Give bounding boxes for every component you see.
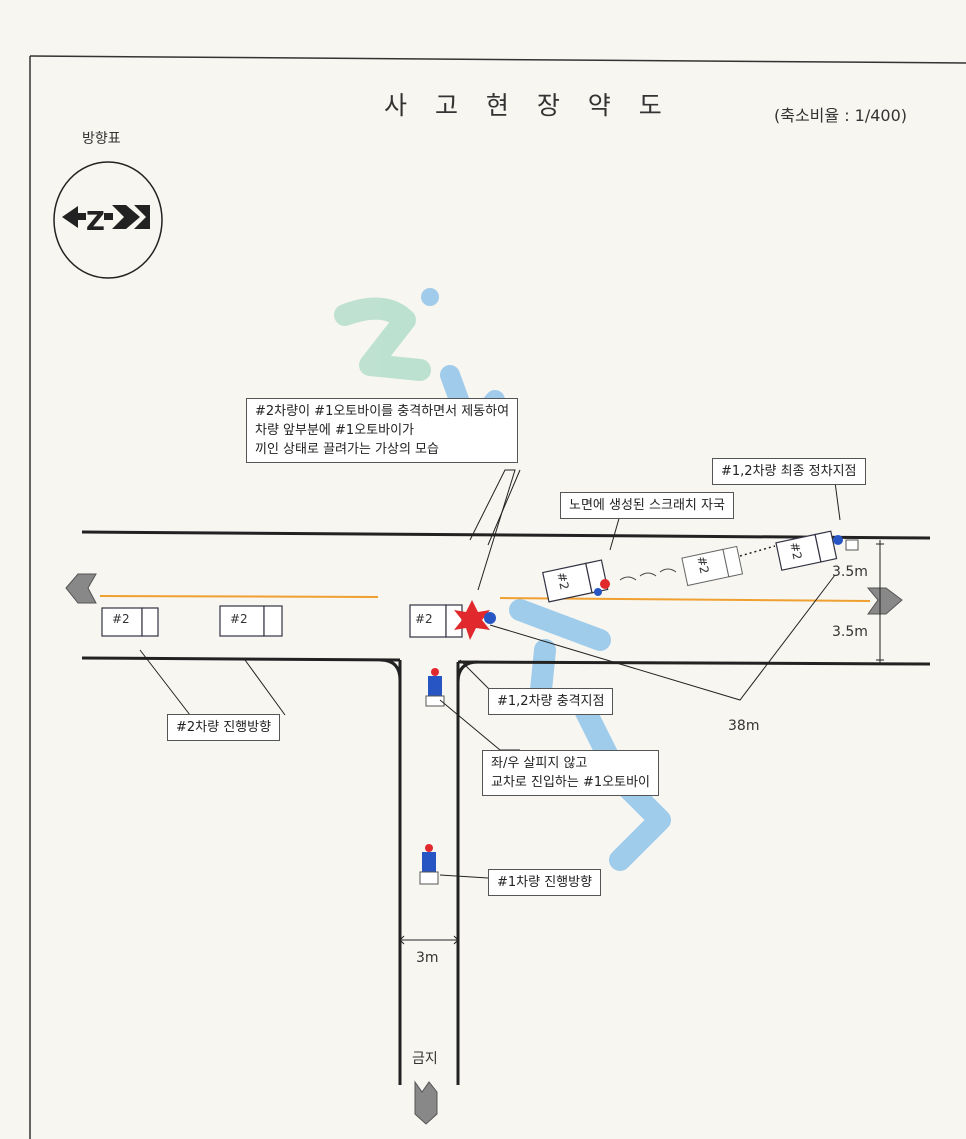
- vehicle-2-truck-1: [101, 607, 159, 637]
- road-end-right-marker: [866, 587, 903, 615]
- vehicle-2-label: #2: [112, 612, 130, 626]
- callout-impact-point: #1,2차량 충격지점: [488, 688, 614, 715]
- callout-vehicle-1-direction: #1차량 진행방향: [488, 869, 602, 896]
- impact-star-icon: [454, 600, 490, 640]
- measure-side-road: 3m: [416, 950, 439, 966]
- centerline-left: [99, 595, 379, 598]
- north-arrow-icon: Z: [53, 161, 163, 279]
- road-edge-upper: [81, 530, 931, 540]
- callout-scratch-marks: 노면에 생성된 스크래치 자국: [560, 492, 734, 519]
- vehicle-2-label: #2: [415, 612, 433, 626]
- callout-no-look-motorcycle: 좌/우 살피지 않고 교차로 진입하는 #1오토바이: [482, 750, 659, 796]
- compass-label: 방향표: [82, 131, 121, 147]
- motorcycle-1-approach: [425, 668, 445, 707]
- rider-at-impact: [484, 612, 496, 624]
- callout-line: 끼인 상태로 끌려가는 가상의 모습: [255, 442, 439, 457]
- callout-line: #2차량이 #1오토바이를 충격하면서 제동하여: [255, 404, 510, 419]
- road-edge-lower-right: [457, 660, 931, 666]
- frame-top-line: [29, 55, 966, 64]
- svg-text:Z: Z: [86, 207, 105, 237]
- callout-dragged-motorcycle: #2차량이 #1오토바이를 충격하면서 제동하여 차량 앞부분에 #1오토바이가…: [246, 398, 519, 463]
- vehicle-2-truck-2: [219, 605, 283, 637]
- callout-vehicle-2-direction: #2차량 진행방향: [167, 714, 281, 741]
- measure-lower-lane: 3.5m: [832, 624, 868, 640]
- measure-upper-lane: 3.5m: [832, 564, 868, 580]
- callout-final-stop: #1,2차량 최종 정차지점: [712, 458, 866, 485]
- callout-line: 좌/우 살피지 않고: [491, 756, 588, 771]
- diagram-title: 사 고 현 장 약 도: [384, 91, 672, 120]
- prohibited-label: 금지: [412, 1051, 438, 1067]
- vehicle-2-label: #2: [230, 612, 248, 626]
- measure-skid-distance: 38m: [728, 718, 760, 734]
- motorcycle-1-far: [419, 844, 439, 885]
- road-end-bottom-marker: [414, 1080, 438, 1125]
- callout-line: 차량 앞부분에 #1오토바이가: [255, 423, 414, 438]
- vehicle-2-skid-2: [681, 545, 744, 587]
- road-end-left-marker: [65, 573, 97, 604]
- vehicle-2-final: [775, 530, 838, 571]
- road-edge-lower-left: [81, 656, 401, 662]
- scratch-marks: [619, 568, 677, 581]
- scale-ratio: (축소비율 : 1/400): [774, 106, 908, 125]
- callout-line: 교차로 진입하는 #1오토바이: [491, 775, 650, 790]
